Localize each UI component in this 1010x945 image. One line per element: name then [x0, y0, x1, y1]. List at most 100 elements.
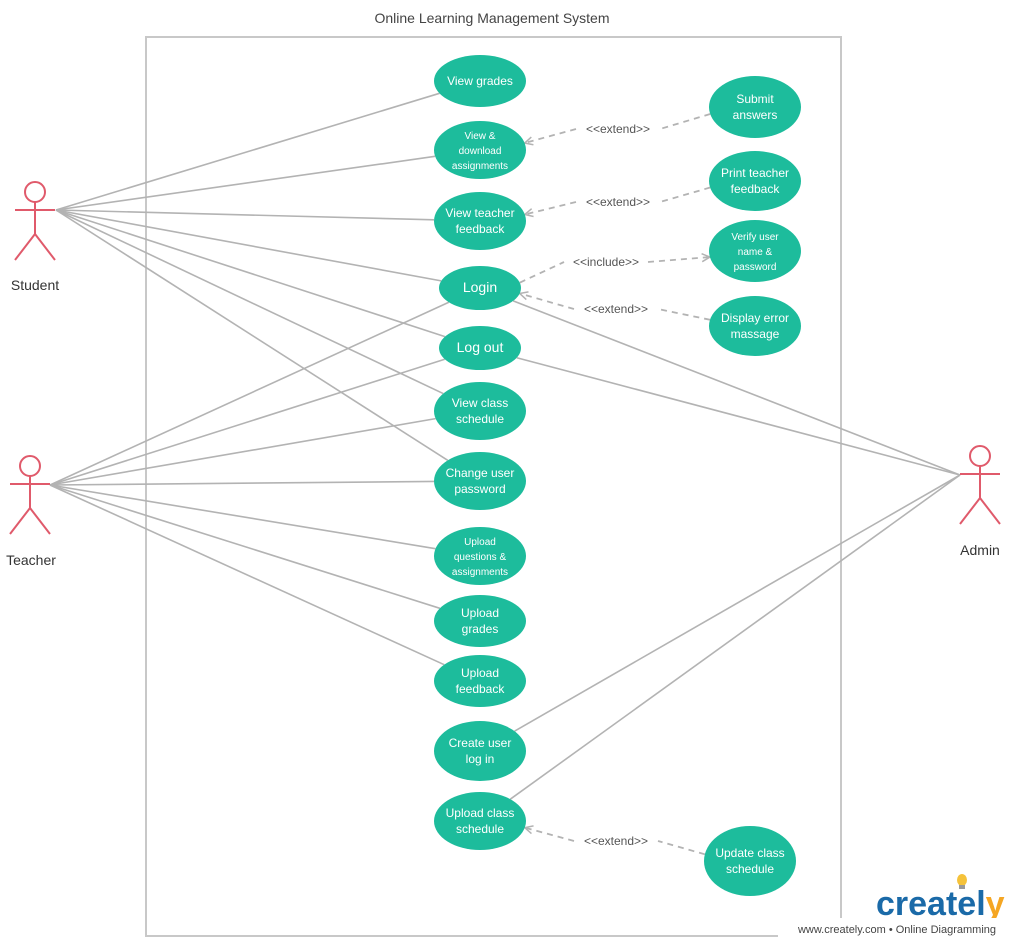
relationship-line-update_schedule-upload_schedule — [657, 840, 706, 856]
relationship-label: <<extend>> — [584, 302, 648, 316]
association-admin-logout — [516, 356, 961, 476]
creately-logo: creately — [876, 874, 1005, 923]
association-teacher-change_password — [49, 480, 435, 486]
use-case-label: Upload — [464, 537, 496, 548]
relationship-label: <<extend>> — [586, 122, 650, 136]
association-student-login — [55, 209, 442, 282]
use-case-label: schedule — [456, 412, 504, 426]
use-case-ellipse — [709, 220, 801, 282]
use-case-view-schedule[interactable]: View class schedule — [434, 382, 526, 440]
use-case-change-password[interactable]: Change user password — [434, 452, 526, 510]
use-case-label: password — [454, 482, 505, 496]
use-case-label: feedback — [456, 682, 506, 696]
brand-logo-text: creately — [876, 885, 1005, 923]
lightbulb-icon — [957, 874, 967, 889]
use-case-label: schedule — [726, 862, 774, 876]
use-case-label: feedback — [456, 222, 506, 236]
association-student-view_download — [55, 155, 436, 211]
use-case-label: Change user — [446, 466, 515, 480]
use-case-ellipse — [704, 826, 796, 896]
association-teacher-logout — [49, 358, 445, 486]
actor-head-icon — [19, 455, 41, 477]
actor-head-icon — [24, 181, 46, 203]
relationship-line-login-verify_user — [519, 261, 565, 284]
footer-text: www.creately.com • Online Diagramming — [797, 924, 996, 936]
footer-bg — [778, 918, 1010, 940]
use-case-ellipse — [434, 721, 526, 781]
use-case-upload-feedback[interactable]: Upload feedback — [434, 655, 526, 707]
association-student-change_password — [55, 209, 449, 462]
use-case-label: Print teacher — [721, 166, 789, 180]
relationship-label: <<extend>> — [586, 195, 650, 209]
actor-label: Teacher — [6, 552, 56, 568]
system-boundary — [145, 36, 842, 937]
association-teacher-upload_questions — [49, 484, 436, 550]
relationship-arrow-update_schedule-upload_schedule — [525, 828, 575, 842]
use-case-label: password — [734, 262, 777, 273]
use-case-login[interactable]: Login — [439, 266, 521, 310]
association-student-view_grades — [55, 92, 440, 211]
use-case-label: View & — [465, 131, 496, 142]
actor-teacher[interactable]: Teacher — [6, 455, 56, 568]
use-case-label: View class — [452, 396, 508, 410]
association-student-logout — [55, 209, 446, 338]
use-case-label: Update class — [715, 846, 784, 860]
use-case-ellipse — [434, 527, 526, 585]
use-case-print-feedback[interactable]: Print teacher feedback — [709, 151, 801, 211]
relationship-lines: <<extend>> <<extend>> <<include>> <<extend>… — [519, 113, 710, 856]
use-case-label: Upload — [461, 666, 499, 680]
use-case-label: Verify user — [731, 232, 779, 243]
association-teacher-view_schedule — [49, 417, 436, 486]
use-case-ellipse — [434, 452, 526, 510]
use-case-label: assignments — [452, 161, 508, 172]
use-case-label: answers — [733, 108, 778, 122]
use-case-upload-schedule[interactable]: Upload class schedule — [434, 792, 526, 850]
use-case-label: Log out — [457, 339, 504, 355]
use-case-logout[interactable]: Log out — [439, 326, 521, 370]
association-student-view_feedback — [55, 209, 435, 221]
relationship-arrow-display_error-login — [520, 293, 575, 310]
use-case-label: Upload class — [446, 806, 515, 820]
use-case-ellipse — [439, 266, 521, 310]
actor-student[interactable]: Student — [11, 181, 59, 293]
use-case-label: feedback — [731, 182, 781, 196]
association-lines — [49, 92, 961, 800]
use-case-ellipse — [709, 151, 801, 211]
use-case-ellipse — [434, 55, 526, 107]
use-case-ellipse — [434, 792, 526, 850]
use-case-ellipse — [434, 121, 526, 179]
actor-left-leg — [959, 497, 981, 525]
actor-right-leg — [34, 233, 56, 261]
use-case-ellipse — [434, 382, 526, 440]
use-case-label: assignments — [452, 567, 508, 578]
relationship-arrow-login-verify_user — [647, 257, 710, 263]
actor-admin[interactable]: Admin — [959, 445, 1001, 558]
association-student-view_schedule — [55, 209, 444, 395]
use-case-ellipse — [434, 595, 526, 647]
association-admin-login — [512, 300, 961, 476]
use-case-label: View grades — [447, 74, 513, 88]
use-case-label: massage — [731, 327, 780, 341]
actor-right-leg — [29, 507, 51, 535]
use-case-update-schedule[interactable]: Update class schedule — [704, 826, 796, 896]
use-case-label: Create user — [449, 736, 512, 750]
use-case-view-grades[interactable]: View grades — [434, 55, 526, 107]
association-admin-upload_schedule — [509, 474, 961, 800]
relationship-label: <<include>> — [573, 255, 639, 269]
use-case-label: schedule — [456, 822, 504, 836]
association-teacher-login — [49, 301, 450, 486]
use-case-label: grades — [462, 622, 499, 636]
use-case-ellipse — [709, 76, 801, 138]
actor-label: Admin — [960, 542, 1000, 558]
